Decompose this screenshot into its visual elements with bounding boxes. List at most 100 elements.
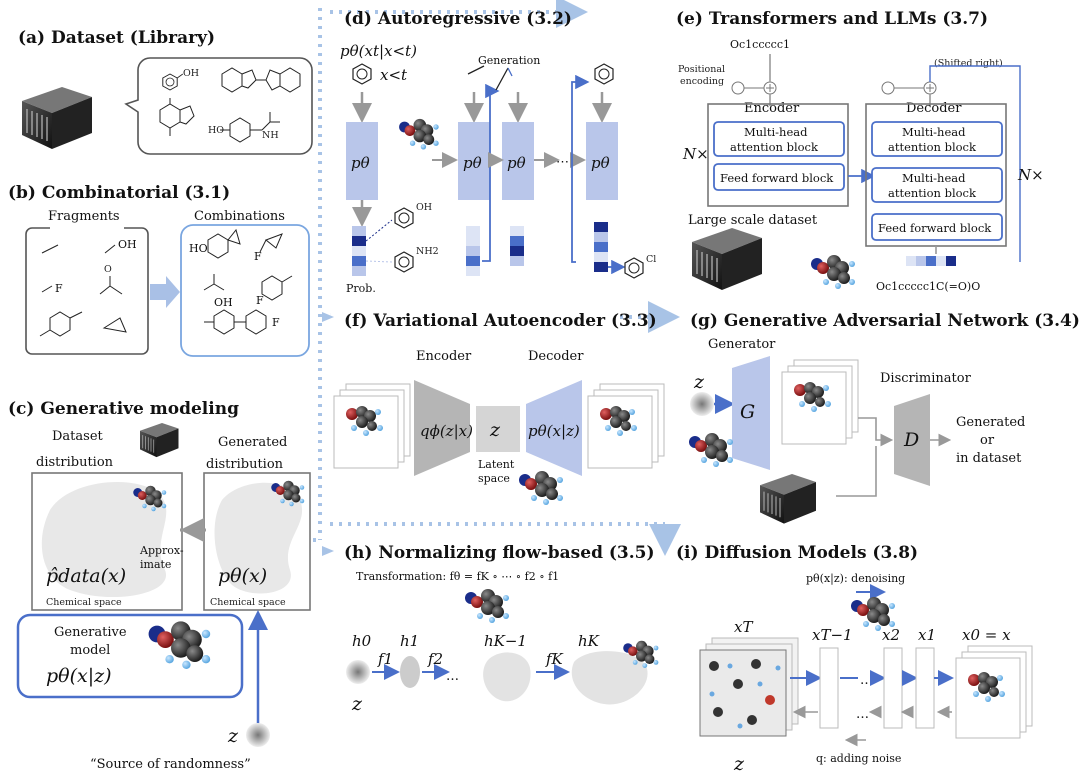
panel-b-title: (b) Combinatorial (3.1) [8,183,230,203]
encoder-attention-block [713,121,845,157]
svg-text:xT−1: xT−1 [812,626,853,644]
panel-c: (c) Generative modeling Dataset distribu… [8,399,311,772]
gan-molecule-icon [689,433,733,467]
svg-text:f2: f2 [427,650,443,668]
svg-text:O: O [104,264,112,275]
llm-molecule-icon [811,255,855,289]
clean-sample-stack [955,645,1033,739]
chemical-space-label-right: Chemical space [210,597,286,608]
svg-text:pθ: pθ [507,154,526,172]
fragment-structures [39,244,127,337]
fragments-bracket [25,227,149,355]
svg-text:fK: fK [545,650,564,668]
svg-text:x2: x2 [882,626,900,644]
encoder-box [707,103,849,207]
output-token-bar [906,256,956,266]
generated-distribution-label: Generated [218,435,287,450]
svg-text:pθ: pθ [463,154,482,172]
svg-text:Feed forward block: Feed forward block [720,171,834,185]
svg-text:F: F [256,294,264,307]
svg-text:x0 = x: x0 = x [962,626,1011,644]
panel-f: (f) Variational Autoencoder (3.3) Encode… [333,311,665,505]
denoising-formula: pθ(x|z): denoising [806,572,905,586]
vae-encoder-shape [414,380,470,476]
p-data-formula: p̂data(x) [46,565,126,587]
generated-distribution-shape [214,482,303,594]
gan-z-label: z [693,371,705,393]
vae-decoder-shape [526,380,582,476]
input-smiles-label: Oc1ccccc1 [730,38,790,51]
discriminator-shape [894,394,930,486]
panel-c-title: (c) Generative modeling [8,399,239,419]
chemical-space-label-left: Chemical space [46,597,122,608]
flow-h1-shape [400,656,420,688]
panel-h-title: (h) Normalizing flow-based (3.5) [344,543,655,563]
z-label: z [227,725,239,747]
generation-label: Generation [478,54,540,67]
discriminator-label: Discriminator [880,371,972,386]
paracetamol-structure-icon [220,112,280,143]
svg-text:z: z [733,753,745,775]
noisy-sample-stack [699,637,799,737]
source-of-randomness-label: “Source of randomness” [90,757,251,772]
panel-a-title: (a) Dataset (Library) [18,28,215,48]
decoder-attention-block-2 [871,167,1003,203]
diffusion-step-x2 [883,647,903,729]
decoder-attention-block-1 [871,121,1003,157]
panel-i: (i) Diffusion Models (3.8) pθ(x|z): deno… [676,543,1033,775]
svg-text:encoding: encoding [680,76,724,87]
positional-encoding-label: Positional [678,64,725,75]
svg-text:F: F [55,282,63,295]
p-theta-block-2 [458,122,490,200]
panel-separators [268,0,681,556]
flow-molecule-icon [465,589,509,623]
benzene-input-icon [352,63,372,85]
diffusion-step-xT1 [819,647,839,729]
encoder-feedforward-block [713,163,845,191]
autoregressive-ellipsis: ⋯ [556,155,569,170]
svg-text:attention block: attention block [888,186,977,200]
probability-label: Prob. [346,282,376,295]
dataset-server-icon-small [139,422,179,458]
svg-text:h1: h1 [400,632,419,650]
panel-d-title: (d) Autoregressive (3.2) [344,9,572,29]
large-dataset-server-icon [691,227,763,291]
generative-model-label-2: model [70,643,110,658]
panel-a: (a) Dataset (Library) OH HO NH [18,28,313,155]
flow-hK-shape [571,651,648,705]
svg-text:Feed forward block: Feed forward block [878,221,992,235]
diffusion-step-x1 [915,647,935,729]
vae-encoder-label: Encoder [416,349,472,364]
svg-text:…: … [446,669,459,684]
gan-result-label: Generated [956,415,1025,430]
discriminator-D-label: D [903,429,919,451]
svg-text:z: z [351,693,363,715]
dataset-distribution-label: Dataset [52,429,104,444]
svg-text:h0: h0 [352,632,372,650]
svg-text:HO: HO [208,125,224,136]
svg-text:…: … [856,707,869,722]
svg-text:OH: OH [183,68,199,79]
panel-i-title: (i) Diffusion Models (3.8) [676,543,918,563]
panel-g: (g) Generative Adversarial Network (3.4)… [689,311,1080,525]
svg-text:HO: HO [189,242,208,255]
svg-text:NH2: NH2 [416,246,439,257]
latent-z-box [476,406,520,452]
flow-hK1-shape [483,652,531,702]
svg-text:…: … [860,673,873,688]
svg-text:attention block: attention block [888,140,977,154]
svg-text:f1: f1 [377,650,393,668]
generator-label: Generator [708,337,776,352]
svg-text:OH: OH [118,238,137,251]
svg-text:NH: NH [262,130,279,141]
svg-text:hK−1: hK−1 [484,632,527,650]
decoder-nx-label: N× [1017,166,1044,184]
panel-d: (d) Autoregressive (3.2) pθ(xt|x<t) Gene… [340,9,656,295]
panel-g-title: (g) Generative Adversarial Network (3.4) [690,311,1080,331]
dataset-distribution-label-2: distribution [36,455,114,470]
x-lt-label: x<t [380,66,408,84]
panel-e-title: (e) Transformers and LLMs (3.7) [676,9,988,29]
gan-dataset-server-icon [759,473,817,525]
svg-text:hK: hK [578,632,600,650]
